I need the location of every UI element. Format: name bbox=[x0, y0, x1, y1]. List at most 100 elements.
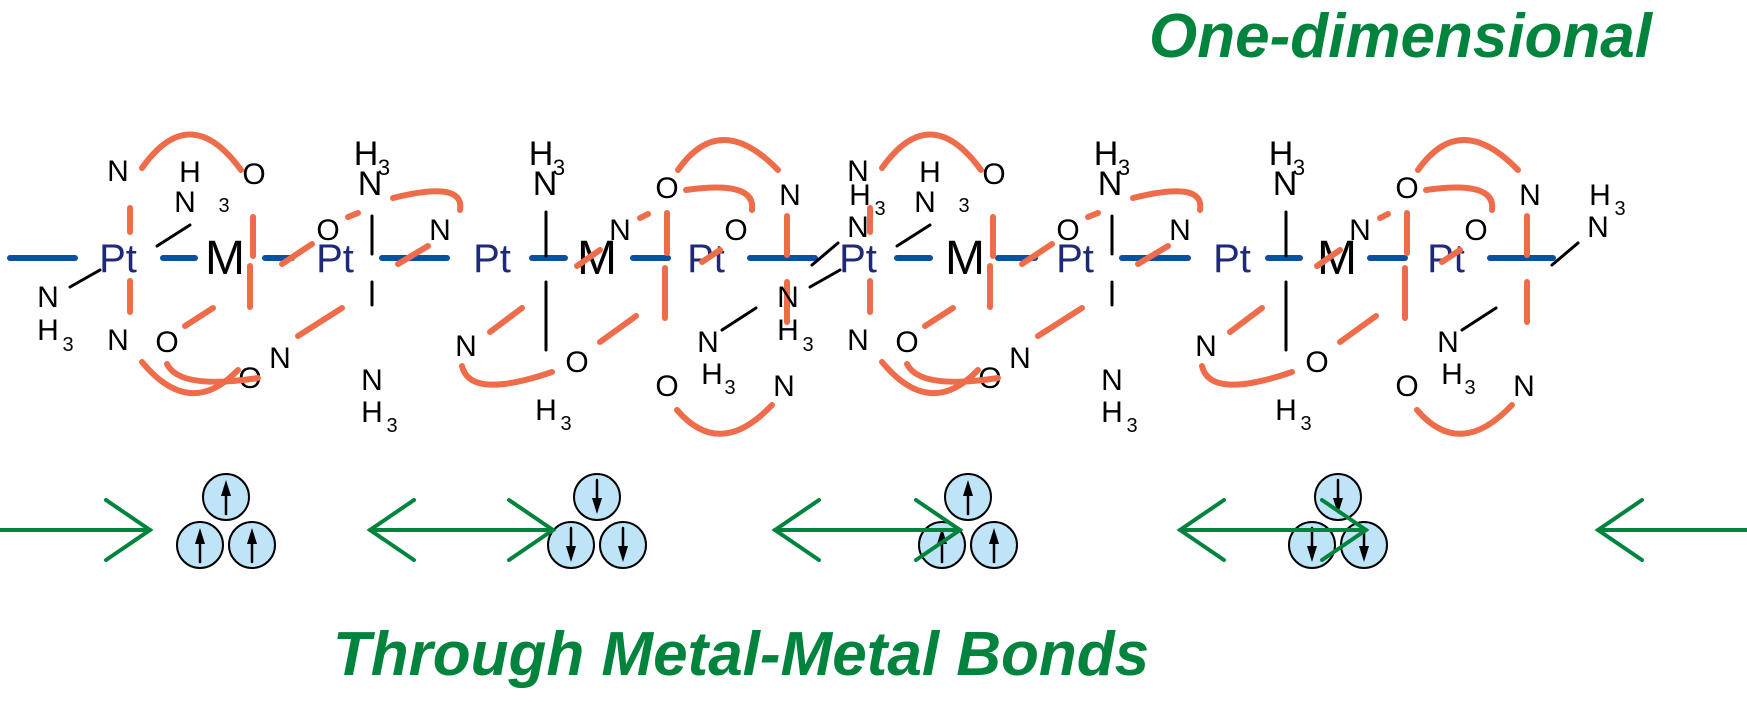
hydrogen-atom: H bbox=[179, 156, 201, 189]
arrow-head-left-icon bbox=[366, 498, 416, 562]
coupling-arrow-double bbox=[1176, 498, 1370, 562]
chelate-arc bbox=[390, 188, 464, 213]
hydrogen-atom: H bbox=[1101, 396, 1123, 429]
hydrogen-atom: H bbox=[529, 135, 554, 173]
oxygen-atom: O bbox=[982, 158, 1005, 191]
hydrogen-atom: H bbox=[1094, 135, 1119, 173]
arrow-head-right-icon bbox=[507, 498, 557, 562]
bridging-bond bbox=[574, 247, 603, 269]
bridging-bond bbox=[1337, 313, 1379, 345]
nitrogen-atom: N bbox=[1101, 364, 1123, 397]
spin-up-arrow-icon bbox=[221, 480, 231, 496]
oxygen-atom: O bbox=[565, 346, 588, 379]
chelate-arc bbox=[1199, 363, 1295, 388]
hydrogen-atom: H bbox=[354, 135, 379, 173]
bridging-bond bbox=[182, 305, 216, 329]
coupling-arrow-left-only bbox=[1594, 498, 1747, 562]
subscript-3: 3 bbox=[218, 195, 229, 217]
coupling-arrows bbox=[0, 498, 1747, 562]
arrow-head-right-icon bbox=[914, 498, 964, 562]
nitrogen-atom: N bbox=[773, 370, 795, 403]
hydrogen-atom: H bbox=[919, 156, 941, 189]
oxygen-atom: O bbox=[1305, 346, 1328, 379]
nitrogen-atom: N bbox=[361, 364, 383, 397]
spin-down-arrow-icon bbox=[1307, 546, 1317, 562]
subscript-3: 3 bbox=[874, 198, 885, 220]
oxygen-atom: O bbox=[242, 158, 265, 191]
nitrogen-atom: N bbox=[1169, 214, 1191, 247]
ammine-bond bbox=[808, 268, 842, 289]
chelate-arc bbox=[1415, 137, 1521, 173]
nitrogen-atom: N bbox=[914, 186, 936, 219]
oxygen-atom: O bbox=[1056, 214, 1079, 247]
subscript-3: 3 bbox=[1293, 155, 1305, 180]
coupling-arrow-right-only bbox=[0, 498, 154, 562]
bridging-bond bbox=[1377, 211, 1391, 221]
spin-cluster-down bbox=[1288, 473, 1388, 569]
platinum-atom: Pt bbox=[839, 237, 877, 281]
nitrogen-atom: N bbox=[1273, 165, 1298, 203]
subscript-3: 3 bbox=[1614, 198, 1625, 220]
bridging-bond bbox=[1135, 243, 1171, 267]
ammine-bond bbox=[155, 223, 192, 248]
arrow-head-left-icon bbox=[1594, 498, 1644, 562]
nitrogen-atom: N bbox=[1519, 179, 1541, 212]
oxygen-atom: O bbox=[895, 326, 918, 359]
oxygen-atom: O bbox=[1395, 172, 1418, 205]
metal-atom: M bbox=[945, 232, 985, 285]
spin-up-arrow-icon bbox=[989, 528, 999, 544]
arrow-head-left-icon bbox=[1176, 498, 1226, 562]
bridging-bond bbox=[395, 243, 431, 267]
hydrogen-atom: H bbox=[701, 358, 723, 391]
bridging-bond bbox=[295, 305, 345, 339]
bridging-bond bbox=[1019, 241, 1055, 267]
nitrogen-atom: N bbox=[174, 186, 196, 219]
oxygen-atom: O bbox=[655, 370, 678, 403]
spin-up-arrow-icon bbox=[195, 528, 205, 544]
nitrogen-atom: N bbox=[847, 211, 869, 244]
coupling-arrow-double bbox=[771, 498, 964, 562]
spin-cluster-up bbox=[918, 473, 1018, 569]
nitrogen-atom: N bbox=[1513, 370, 1535, 403]
hydrogen-atom: H bbox=[777, 314, 799, 347]
nitrogen-atom: N bbox=[429, 214, 451, 247]
platinum-atom: Pt bbox=[1056, 237, 1094, 281]
bridging-bond bbox=[699, 247, 723, 265]
subscript-3: 3 bbox=[386, 415, 397, 437]
spin-up-arrow-icon bbox=[963, 480, 973, 496]
spin-down-arrow-icon bbox=[1359, 546, 1369, 562]
arrow-head-right-icon bbox=[1320, 498, 1370, 562]
subscript-3: 3 bbox=[378, 155, 390, 180]
oxygen-atom: O bbox=[155, 326, 178, 359]
spin-down-arrow-icon bbox=[1333, 498, 1343, 514]
spin-up-arrow-icon bbox=[247, 528, 257, 544]
hydrogen-atom: H bbox=[849, 179, 871, 212]
oxygen-atom: O bbox=[724, 214, 747, 247]
ammine-bond bbox=[720, 306, 758, 332]
nitrogen-atom: N bbox=[37, 281, 59, 314]
bridging-bond bbox=[922, 305, 956, 329]
nitrogen-atom: N bbox=[1009, 342, 1031, 375]
nitrogen-atom: N bbox=[107, 324, 129, 357]
hydrogen-atom: H bbox=[535, 394, 557, 427]
bridging-bond bbox=[1439, 247, 1463, 265]
metal-atom: M bbox=[205, 232, 245, 285]
bridging-bond bbox=[1035, 305, 1085, 339]
chelate-arc bbox=[1423, 184, 1496, 213]
bridging-bond bbox=[1085, 210, 1101, 220]
subscript-3: 3 bbox=[1300, 413, 1311, 435]
nitrogen-atom: N bbox=[777, 281, 799, 314]
oxygen-atom: O bbox=[1464, 214, 1487, 247]
spin-layer bbox=[176, 473, 1388, 569]
ammine-bond bbox=[1550, 241, 1580, 267]
bridging-bond bbox=[279, 241, 315, 267]
platinum-atom: Pt bbox=[316, 237, 354, 281]
nitrogen-atom: N bbox=[1098, 165, 1123, 203]
caption-through-metal-metal-bonds: Through Metal-Metal Bonds bbox=[333, 620, 1149, 689]
title-one-dimensional: One-dimensional bbox=[1149, 2, 1654, 71]
nitrogen-atom: N bbox=[1437, 326, 1459, 359]
ammine-bond bbox=[68, 268, 102, 289]
nitrogen-atom: N bbox=[1195, 330, 1217, 363]
